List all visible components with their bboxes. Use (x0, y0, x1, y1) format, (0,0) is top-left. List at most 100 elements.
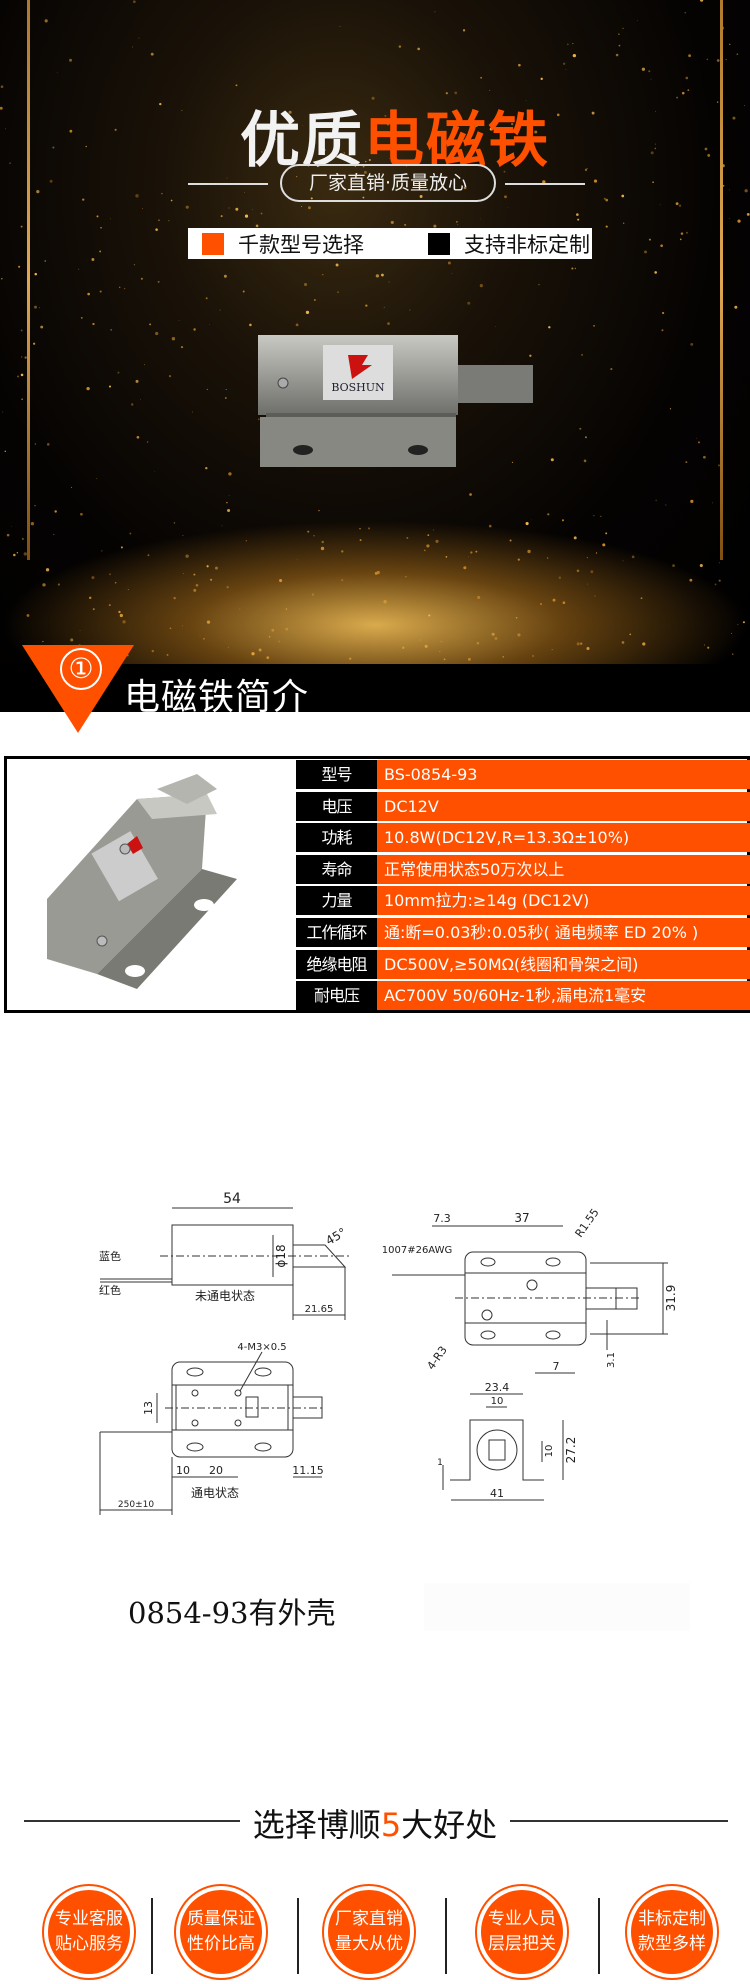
particle (586, 167, 588, 169)
particle (729, 43, 731, 46)
particle (140, 277, 143, 280)
spec-value: 10.8W(DC12V,R=13.3Ω±10%) (377, 823, 750, 853)
particle (390, 220, 394, 224)
particle (579, 427, 582, 430)
particle (178, 320, 180, 321)
particle (654, 271, 657, 274)
particle (69, 58, 73, 62)
particle (659, 204, 661, 206)
particle (1, 278, 3, 280)
particle (680, 232, 684, 235)
particle (274, 138, 277, 141)
particle (685, 231, 688, 234)
particle (142, 208, 143, 209)
particle (510, 122, 514, 126)
dimension-label: 蓝色 (99, 1249, 121, 1263)
particle (636, 20, 638, 22)
particle (108, 385, 112, 388)
particle (417, 47, 420, 51)
particle (170, 199, 173, 202)
dimension-label: ϕ18 (274, 1244, 288, 1267)
particle (383, 306, 385, 308)
particle (96, 478, 98, 480)
particle (718, 464, 720, 467)
particle (382, 173, 384, 175)
particle (96, 215, 99, 218)
particle (85, 145, 87, 148)
particle (185, 205, 189, 209)
particle (155, 228, 158, 231)
advantage-line-2: 款型多样 (638, 1934, 706, 1954)
particle (323, 148, 326, 152)
particle (44, 19, 48, 23)
particle (655, 499, 657, 501)
title-line-right (510, 1820, 728, 1822)
particle (220, 215, 223, 218)
particle (577, 218, 580, 221)
particle (660, 244, 663, 248)
particle (158, 219, 160, 222)
particle (648, 70, 651, 73)
spec-label: 耐电压 (296, 981, 377, 1011)
particle (155, 331, 159, 336)
dimension-label: 3.1 (606, 1352, 617, 1368)
divider-right (505, 183, 585, 185)
particle (150, 52, 154, 56)
dimension-label: 21.65 (305, 1304, 334, 1315)
particle (574, 267, 577, 270)
title-line-left (24, 1820, 240, 1822)
dimension-label: 红色 (99, 1283, 121, 1297)
particle (529, 354, 532, 357)
particle (623, 222, 625, 224)
particle (734, 305, 738, 309)
particle (398, 45, 402, 48)
dimension-label: 54 (223, 1191, 241, 1207)
particle (451, 273, 453, 275)
particle (223, 274, 227, 278)
advantage-line-1: 专业客服 (55, 1909, 123, 1929)
spec-label: 功耗 (296, 823, 377, 853)
particle (304, 282, 308, 287)
particle (462, 29, 466, 32)
particle (409, 309, 411, 311)
dimension-label: 37 (514, 1211, 529, 1225)
particle (593, 325, 595, 327)
particle (716, 59, 720, 62)
particle (249, 323, 252, 327)
particle (257, 164, 260, 166)
dimension-label: 11.15 (292, 1464, 324, 1477)
particle (581, 354, 583, 356)
particle (706, 58, 709, 61)
particle (147, 441, 149, 443)
particle (2, 411, 4, 413)
particle (135, 194, 139, 198)
particle (161, 192, 163, 195)
particle (467, 301, 471, 305)
particle (117, 371, 120, 374)
particle (548, 326, 551, 329)
particle (687, 89, 690, 92)
particle (44, 260, 46, 262)
particle (46, 443, 50, 446)
particle (728, 189, 730, 191)
advantage-badge-fill: 厂家直销量大从优 (328, 1890, 410, 1974)
particle (641, 67, 646, 71)
advantage-line-2: 性价比高 (187, 1934, 255, 1954)
product-image: BOSHUN (258, 335, 533, 467)
particle (547, 513, 550, 516)
particle (669, 408, 671, 410)
particle (565, 69, 567, 70)
particle (707, 153, 711, 157)
particle (307, 206, 311, 210)
particle (712, 502, 714, 504)
particle (469, 493, 472, 496)
advantage-line-2: 量大从优 (335, 1934, 403, 1954)
particle (132, 0, 136, 4)
particle (78, 268, 80, 270)
particle (389, 158, 391, 160)
